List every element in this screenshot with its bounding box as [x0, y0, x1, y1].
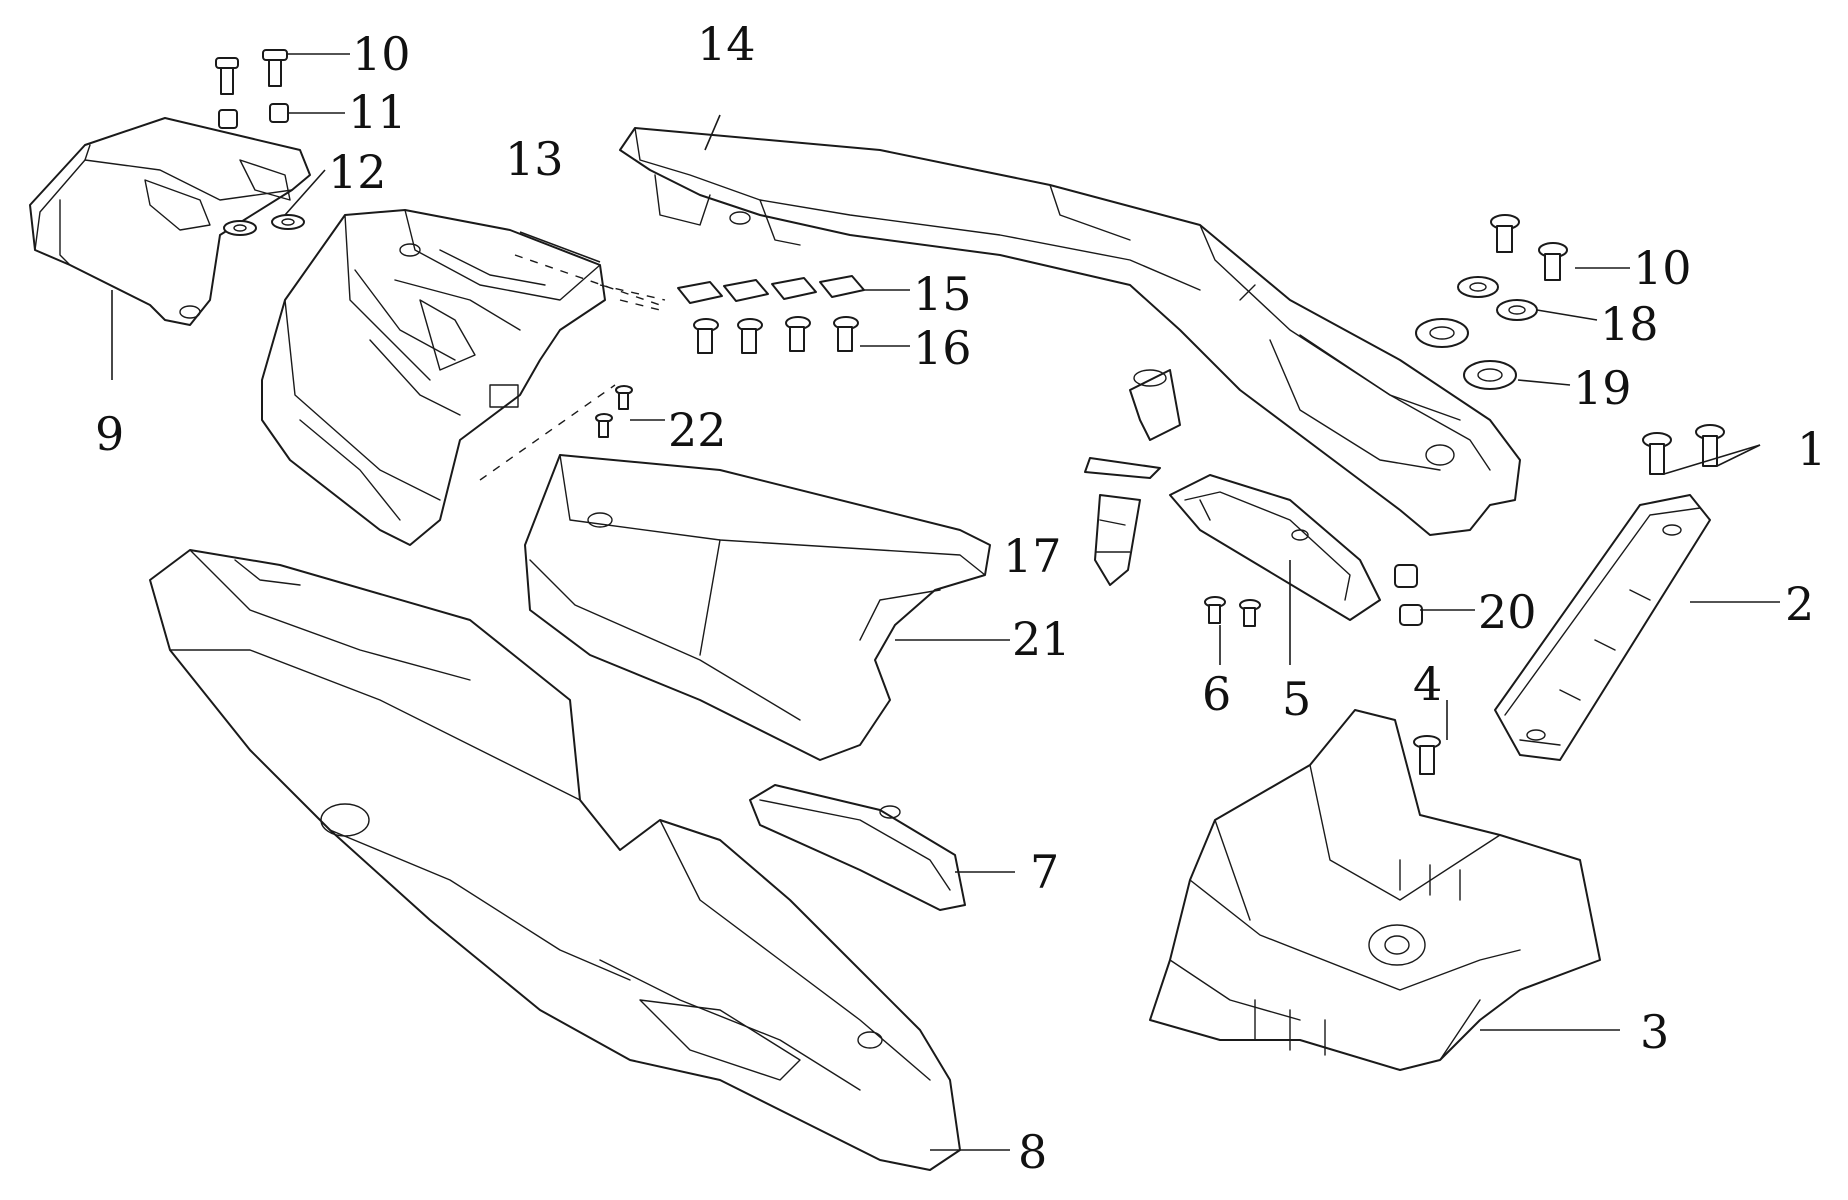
part-3-battery-box	[1149, 709, 1601, 1071]
part-1-screws	[1642, 424, 1725, 475]
part-6-screws	[1204, 596, 1261, 627]
part-4-bolt	[1413, 735, 1441, 775]
part-2-rail-bracket	[1494, 494, 1711, 761]
assembly-guide-lines	[479, 254, 666, 481]
callout-8: 8	[1018, 1125, 1047, 1179]
callout-7: 7	[1030, 845, 1059, 899]
part-22-small-screws	[595, 385, 633, 438]
callout-21: 21	[1012, 612, 1071, 666]
callout-4: 4	[1413, 657, 1442, 711]
part-14-top-frame	[619, 127, 1521, 536]
part-7-plate	[749, 784, 966, 911]
callout-labels: 10 11 12 9 13 14 15 16 22 10 18 19 1 2 4…	[95, 17, 1826, 1179]
callout-10-right: 10	[1633, 241, 1692, 295]
callout-6: 6	[1202, 667, 1231, 721]
callout-13: 13	[505, 132, 564, 186]
part-8-bottom-cover	[149, 549, 961, 1171]
callout-3: 3	[1640, 1005, 1669, 1059]
leader-lines	[111, 53, 1780, 1151]
callout-22: 22	[668, 403, 727, 457]
part-20-bushings	[1394, 564, 1423, 626]
part-15-clips	[677, 275, 865, 304]
callout-11: 11	[348, 85, 407, 139]
part-9-cover-bracket	[29, 117, 311, 326]
callout-1: 1	[1797, 422, 1826, 476]
part-17-latch	[1084, 369, 1181, 586]
callout-19: 19	[1573, 361, 1632, 415]
part-18-washers	[1457, 276, 1538, 321]
callout-18: 18	[1600, 297, 1659, 351]
callout-17: 17	[1003, 529, 1062, 583]
part-10-screws-right	[1490, 214, 1568, 281]
callout-12: 12	[328, 145, 387, 199]
part-10-screws-left	[215, 49, 288, 95]
part-11-spacers	[218, 103, 289, 129]
callout-14: 14	[697, 17, 756, 71]
part-13-main-housing	[261, 209, 606, 546]
callout-15: 15	[913, 267, 972, 321]
callout-16: 16	[913, 321, 972, 375]
part-5-cover-plate	[1169, 474, 1381, 621]
callout-5: 5	[1282, 672, 1311, 726]
callout-10: 10	[352, 27, 411, 81]
callout-2: 2	[1785, 577, 1814, 631]
part-12-washers	[223, 214, 305, 236]
callout-9: 9	[95, 407, 124, 461]
part-19-grommets	[1415, 318, 1517, 390]
part-16-screws	[693, 316, 859, 354]
callout-20: 20	[1478, 585, 1537, 639]
part-21-tray	[524, 454, 991, 761]
